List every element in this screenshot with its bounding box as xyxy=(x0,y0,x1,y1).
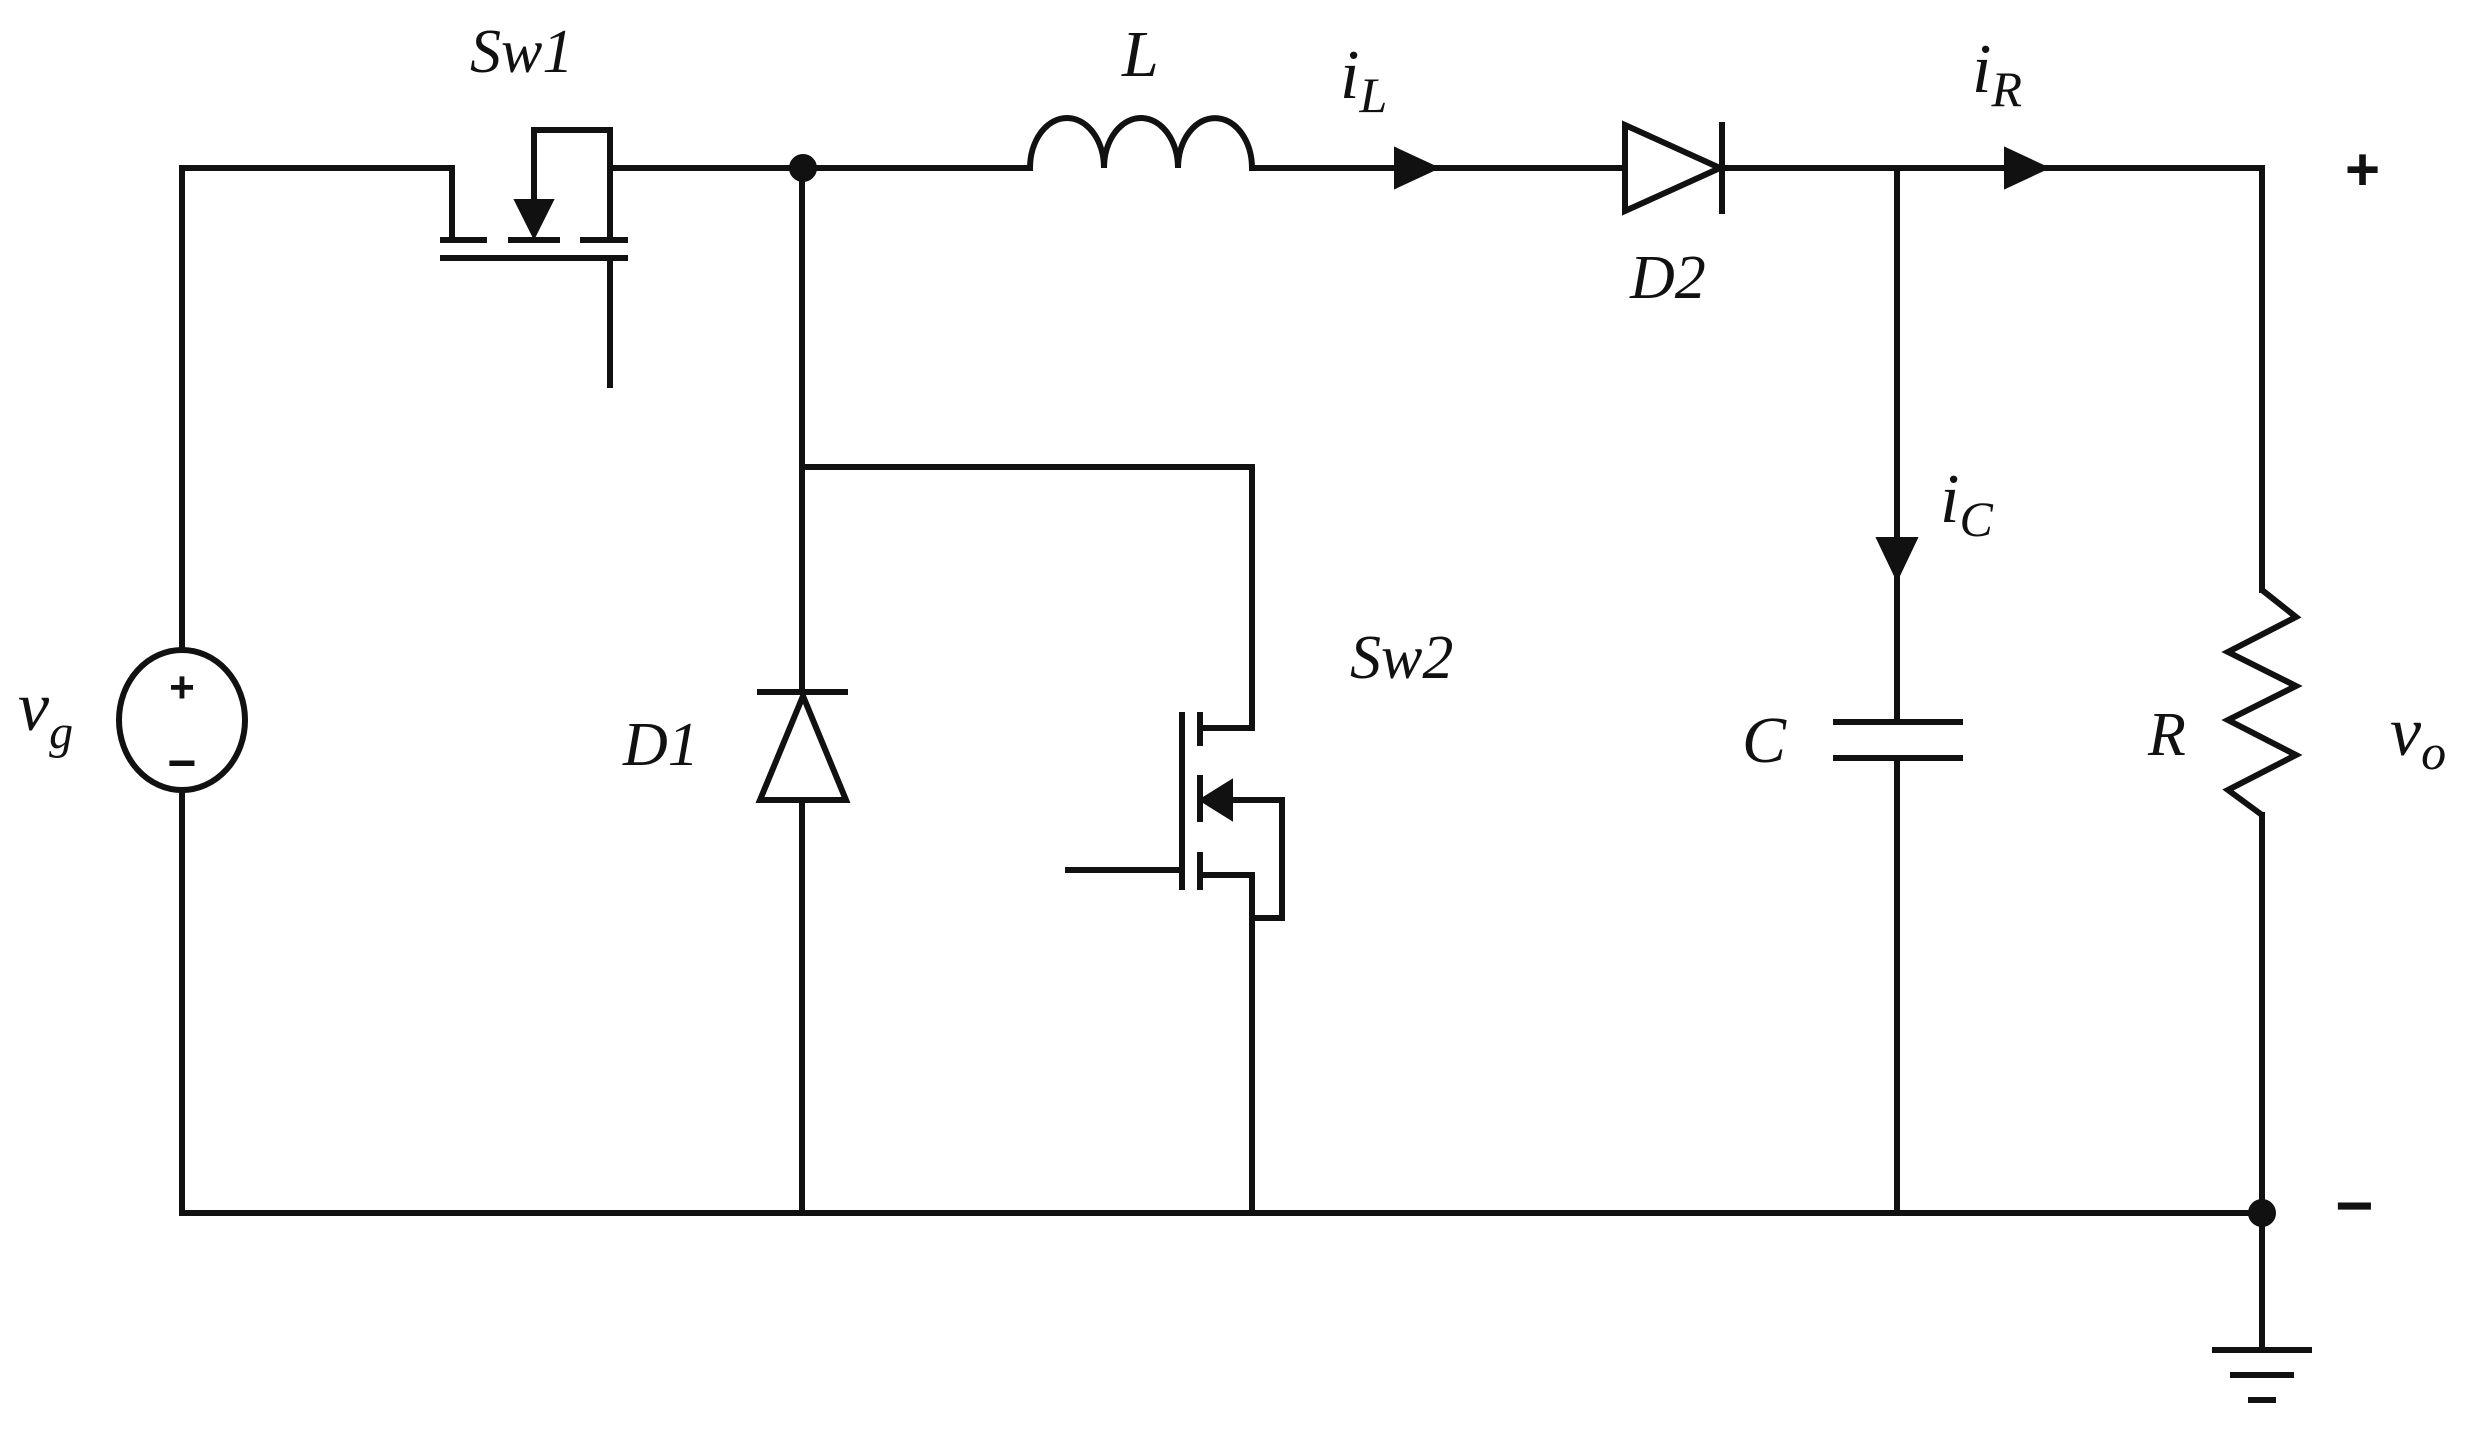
d1-triangle xyxy=(755,688,851,803)
resistor-zigzag xyxy=(2221,587,2303,818)
sw1-body-arrow xyxy=(513,199,555,241)
label-sw2: Sw2 xyxy=(1350,624,1453,692)
iL-arrow xyxy=(1394,146,1441,190)
label-iC: iC xyxy=(1940,461,1993,547)
label-sw1: Sw1 xyxy=(470,18,573,86)
output-plus-sign: + xyxy=(2345,136,2380,203)
label-inductor: L xyxy=(1121,18,1159,91)
label-vo: vo xyxy=(2390,694,2446,780)
label-resistor: R xyxy=(2147,701,2186,769)
wires xyxy=(179,165,2265,1353)
source-minus-sign: − xyxy=(167,735,196,791)
output-minus-sign: − xyxy=(2335,1168,2374,1242)
junction-dot-bottom xyxy=(2248,1199,2276,1227)
d2-triangle xyxy=(1622,120,1728,216)
label-vg: vg xyxy=(18,669,73,759)
iC-arrow xyxy=(1875,537,1919,583)
junction-dot-top xyxy=(789,154,817,182)
voltage-source: + − xyxy=(116,647,248,793)
label-d2: D2 xyxy=(1629,244,1706,312)
switch-sw2 xyxy=(1065,712,1285,921)
label-iL: iL xyxy=(1340,37,1387,123)
switch-sw1 xyxy=(440,127,628,388)
resistor-R xyxy=(2221,587,2303,818)
source-plus-sign: + xyxy=(169,663,195,712)
inductor-coil xyxy=(1027,115,1255,169)
iR-arrow xyxy=(2004,146,2051,190)
sw2-body-connection xyxy=(1232,797,1285,921)
diode-d2 xyxy=(1622,120,1728,216)
label-d1: D1 xyxy=(622,711,699,779)
sw1-body-connection xyxy=(531,127,613,210)
capacitor-C xyxy=(1833,719,1963,761)
voltage-source-circle xyxy=(116,647,248,793)
ground-symbol xyxy=(2212,1347,2312,1403)
inductor-L xyxy=(1027,115,1255,169)
diode-d1 xyxy=(755,688,851,803)
label-iR: iR xyxy=(1972,31,2022,117)
sw2-body-arrow xyxy=(1198,778,1233,822)
label-capacitor: C xyxy=(1742,704,1787,777)
